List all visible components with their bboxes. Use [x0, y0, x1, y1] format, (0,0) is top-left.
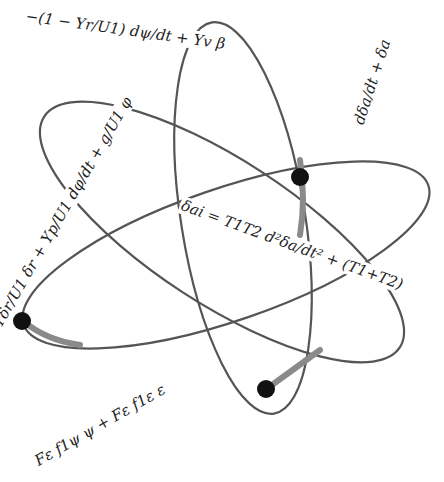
electron-dot [13, 312, 31, 330]
equation-label: δai = T1T2 d²δa/dt² + (T1+T2) [177, 196, 407, 294]
orbit-trail [22, 320, 80, 345]
equation-label: −(1 − Yr/U1) dψ/dt + Yv β [22, 7, 227, 53]
equation-label: dδa/dt + δa [349, 35, 395, 128]
orbit [2, 123, 444, 387]
equation-label: Yδr/U1 δr + Yp/U1 dφ/dt + g/U1 φ [0, 92, 137, 332]
orbit [5, 56, 439, 408]
electron-dot [291, 168, 309, 186]
electron-dot [257, 380, 275, 398]
equation-label: Fε f1ψ ψ + Fε f1ε ε [30, 379, 171, 471]
